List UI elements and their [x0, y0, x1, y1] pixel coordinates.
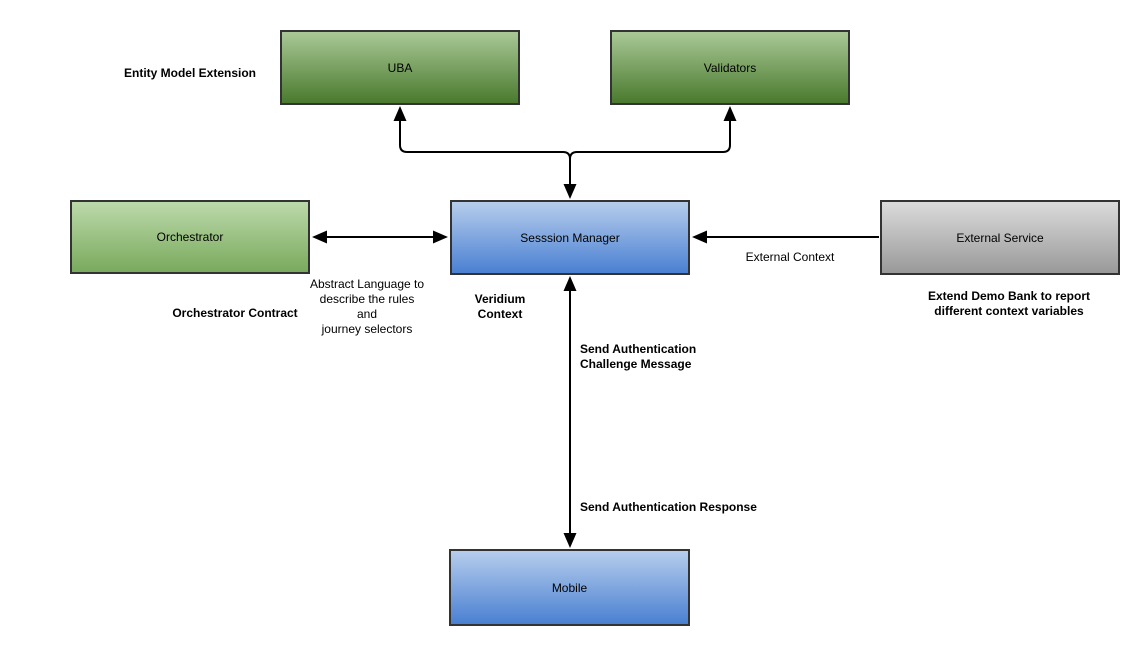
arrowhead-down-session-manager-top	[563, 184, 577, 199]
node-orchestrator-label: Orchestrator	[156, 230, 224, 244]
label-veridium-context: Veridium Context	[474, 292, 526, 321]
arrowhead-left-orchestrator	[312, 230, 327, 244]
node-uba: UBA	[280, 30, 520, 105]
label-external-context: External Context	[745, 250, 835, 264]
node-external-service-label: External Service	[956, 230, 1044, 245]
node-mobile: Mobile	[449, 549, 690, 626]
node-external-service: External Service	[880, 200, 1120, 275]
node-mobile-label: Mobile	[551, 580, 588, 595]
arrowhead-down-mobile	[563, 533, 577, 548]
connector-external-service-session-manager	[692, 230, 879, 244]
connector-session-manager-mobile	[563, 276, 577, 548]
arrowhead-up-session-manager-bottom	[563, 276, 577, 291]
node-validators: Validators	[610, 30, 850, 105]
connector-orchestrator-session-manager	[312, 230, 448, 244]
label-send-auth-response: Send Authentication Response	[580, 500, 757, 514]
arrowhead-up-uba	[393, 106, 407, 121]
arrowhead-right-session-manager-left	[433, 230, 448, 244]
arrowhead-up-validators	[723, 106, 737, 121]
label-extend-demo-bank: Extend Demo Bank to report different con…	[927, 289, 1091, 318]
label-entity-model-extension: Entity Model Extension	[123, 66, 256, 80]
label-send-auth-challenge: Send Authentication Challenge Message	[580, 342, 697, 371]
node-uba-label: UBA	[387, 60, 413, 75]
connector-line-validators-branch	[569, 120, 731, 185]
connector-session-manager-to-validators	[563, 106, 737, 199]
connector-session-manager-to-uba	[393, 106, 571, 185]
label-orchestrator-contract: Orchestrator Contract	[172, 306, 298, 320]
arrowhead-left-session-manager-right	[692, 230, 707, 244]
node-orchestrator: Orchestrator	[70, 200, 310, 274]
connector-line-uba-branch	[399, 120, 571, 185]
node-session-manager-label: Sesssion Manager	[520, 230, 620, 245]
label-abstract-language: Abstract Language to describe the rules …	[309, 277, 425, 336]
node-session-manager: Sesssion Manager	[450, 200, 690, 275]
node-validators-label: Validators	[703, 60, 757, 75]
